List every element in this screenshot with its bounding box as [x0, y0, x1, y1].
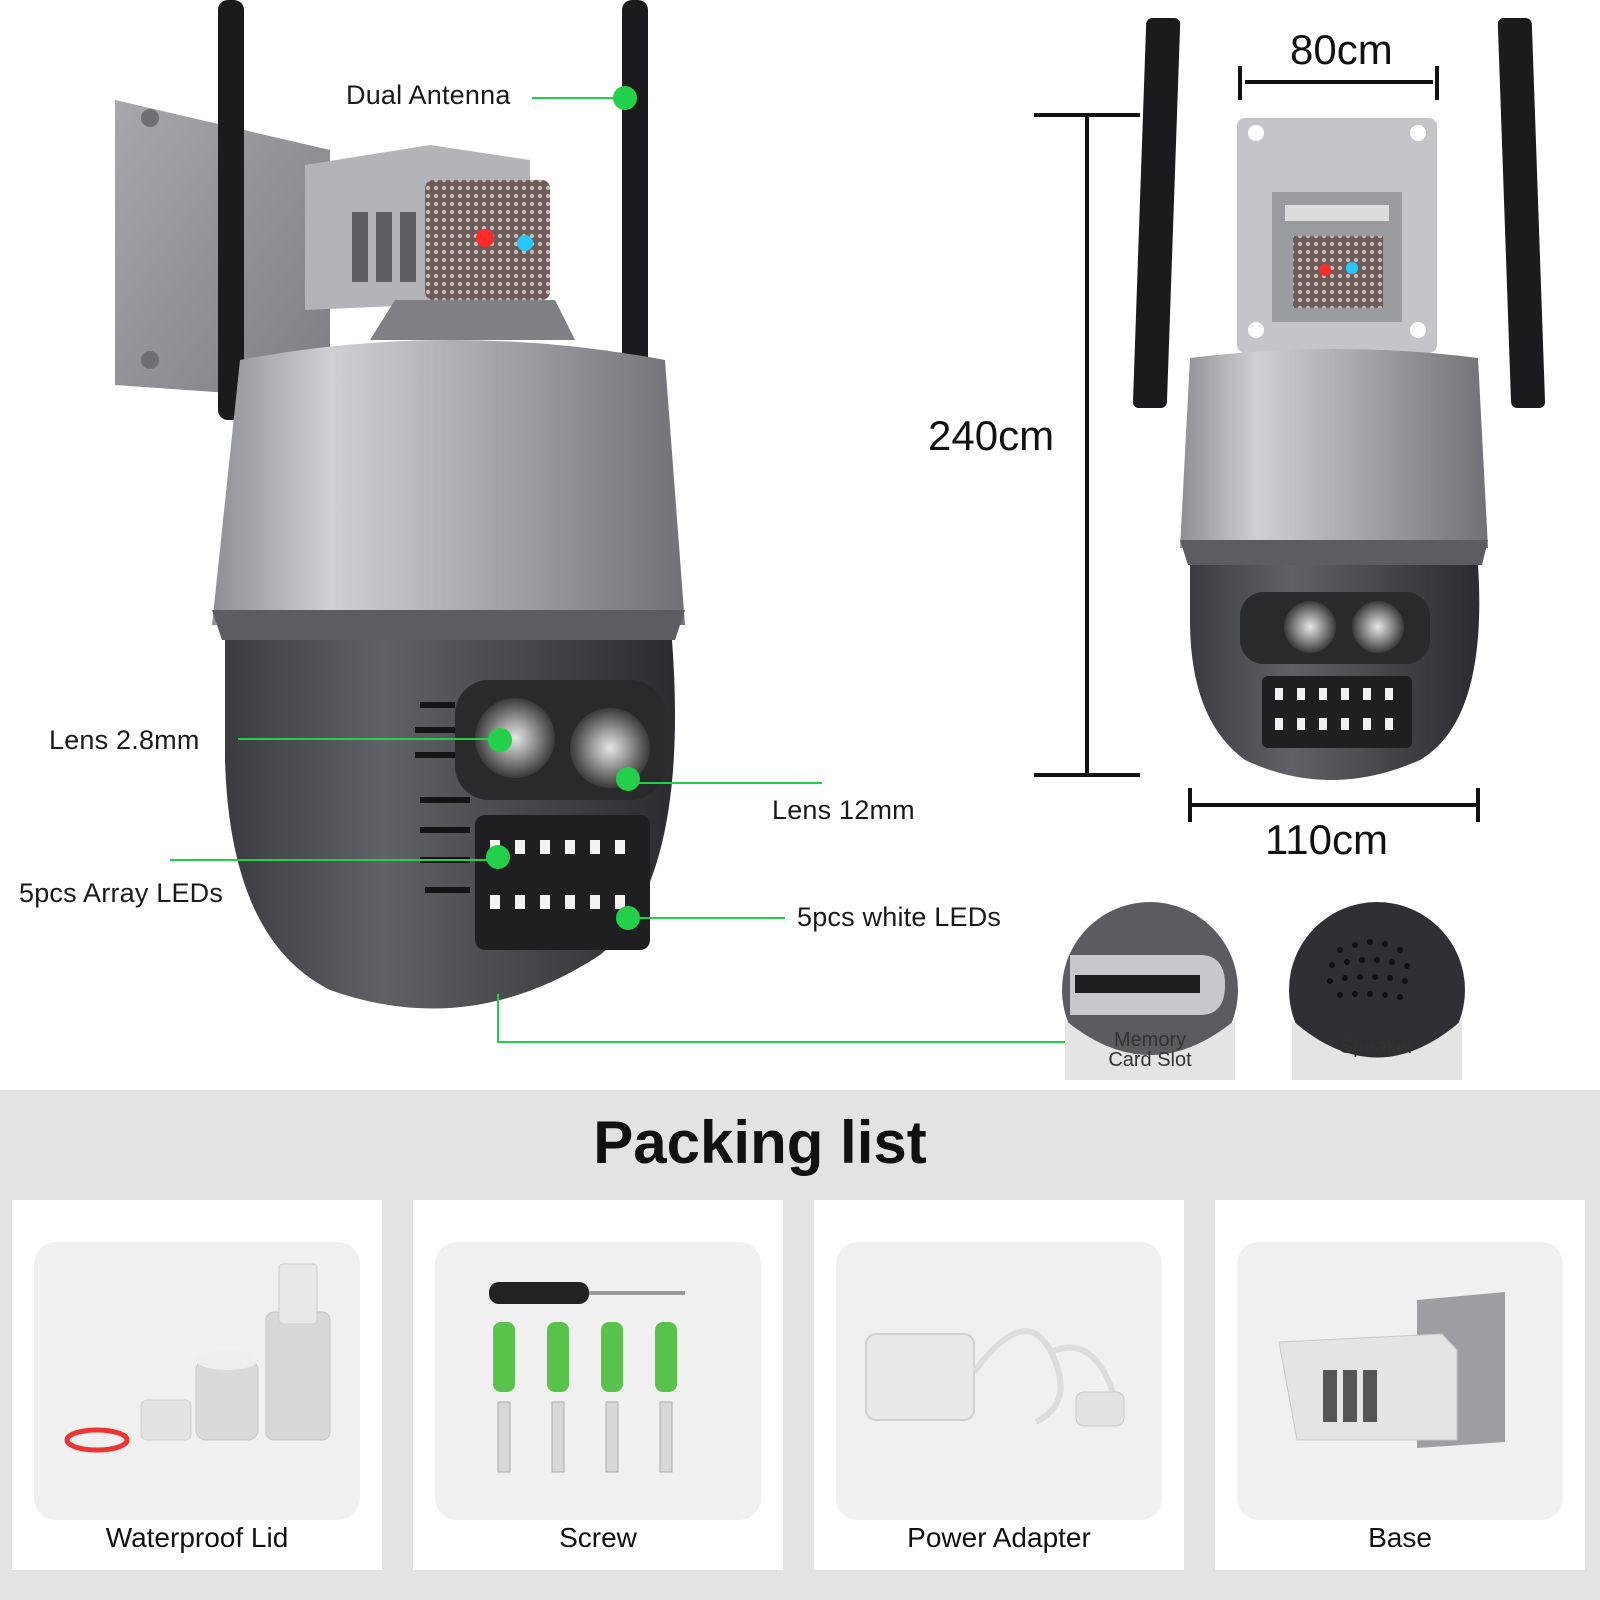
- memory-card-slot-label-line2: Card Slot: [1108, 1049, 1192, 1071]
- main-camera: [115, 0, 685, 1009]
- dimension-width-bottom: 110cm: [1265, 816, 1388, 863]
- memory-card-slot-label-line1: Memory: [1113, 1029, 1187, 1051]
- dimension-height: 240cm: [928, 412, 1055, 459]
- memory-card-slot-bubble: [1062, 902, 1238, 1080]
- callout-white-leds: 5pcs white LEDs: [797, 902, 1002, 932]
- screwdriver-icon: [489, 1282, 685, 1473]
- waterproof-lid-icon: [64, 1263, 331, 1453]
- packing-item-label: Waterproof Lid: [105, 1522, 289, 1553]
- packing-item-label: Base: [1368, 1522, 1432, 1553]
- power-adapter-icon: [865, 1328, 1125, 1427]
- screw-image: [435, 1242, 761, 1520]
- callout-lens-12mm: Lens 12mm: [772, 795, 915, 825]
- packing-item-screw: Screw: [413, 1200, 783, 1570]
- dimension-lines: [1034, 66, 1480, 822]
- callout-array-leds: 5pcs Array LEDs: [19, 878, 224, 908]
- packing-item-base: Base: [1215, 1200, 1585, 1570]
- memory-card-slot-label: Memory Card Slot: [1090, 1030, 1210, 1070]
- dimension-width-top: 80cm: [1290, 26, 1393, 73]
- packing-item-label: Power Adapter: [907, 1522, 1091, 1553]
- packing-item-label: Screw: [559, 1522, 637, 1553]
- packing-item-waterproof-lid: Waterproof Lid: [12, 1200, 382, 1570]
- callout-lens-2-8mm: Lens 2.8mm: [49, 725, 200, 755]
- speaker-bubble: [1289, 902, 1465, 1080]
- waterproof-lid-image: [34, 1242, 360, 1520]
- dimension-camera: [1132, 18, 1546, 780]
- packing-list-title: Packing list: [593, 1109, 927, 1176]
- base-bracket-icon: [1278, 1292, 1505, 1448]
- callout-lines: [170, 86, 1100, 1043]
- base-image: [1237, 1242, 1563, 1520]
- packing-list-section: Packing list Waterproof Lid: [0, 1090, 1600, 1600]
- callout-dual-antenna: Dual Antenna: [346, 80, 511, 110]
- packing-item-power-adapter: Power Adapter: [814, 1200, 1184, 1570]
- power-adapter-image: [836, 1242, 1162, 1520]
- speaker-label: Speaker: [1339, 1036, 1415, 1058]
- wall-plug-icon: [493, 1322, 677, 1392]
